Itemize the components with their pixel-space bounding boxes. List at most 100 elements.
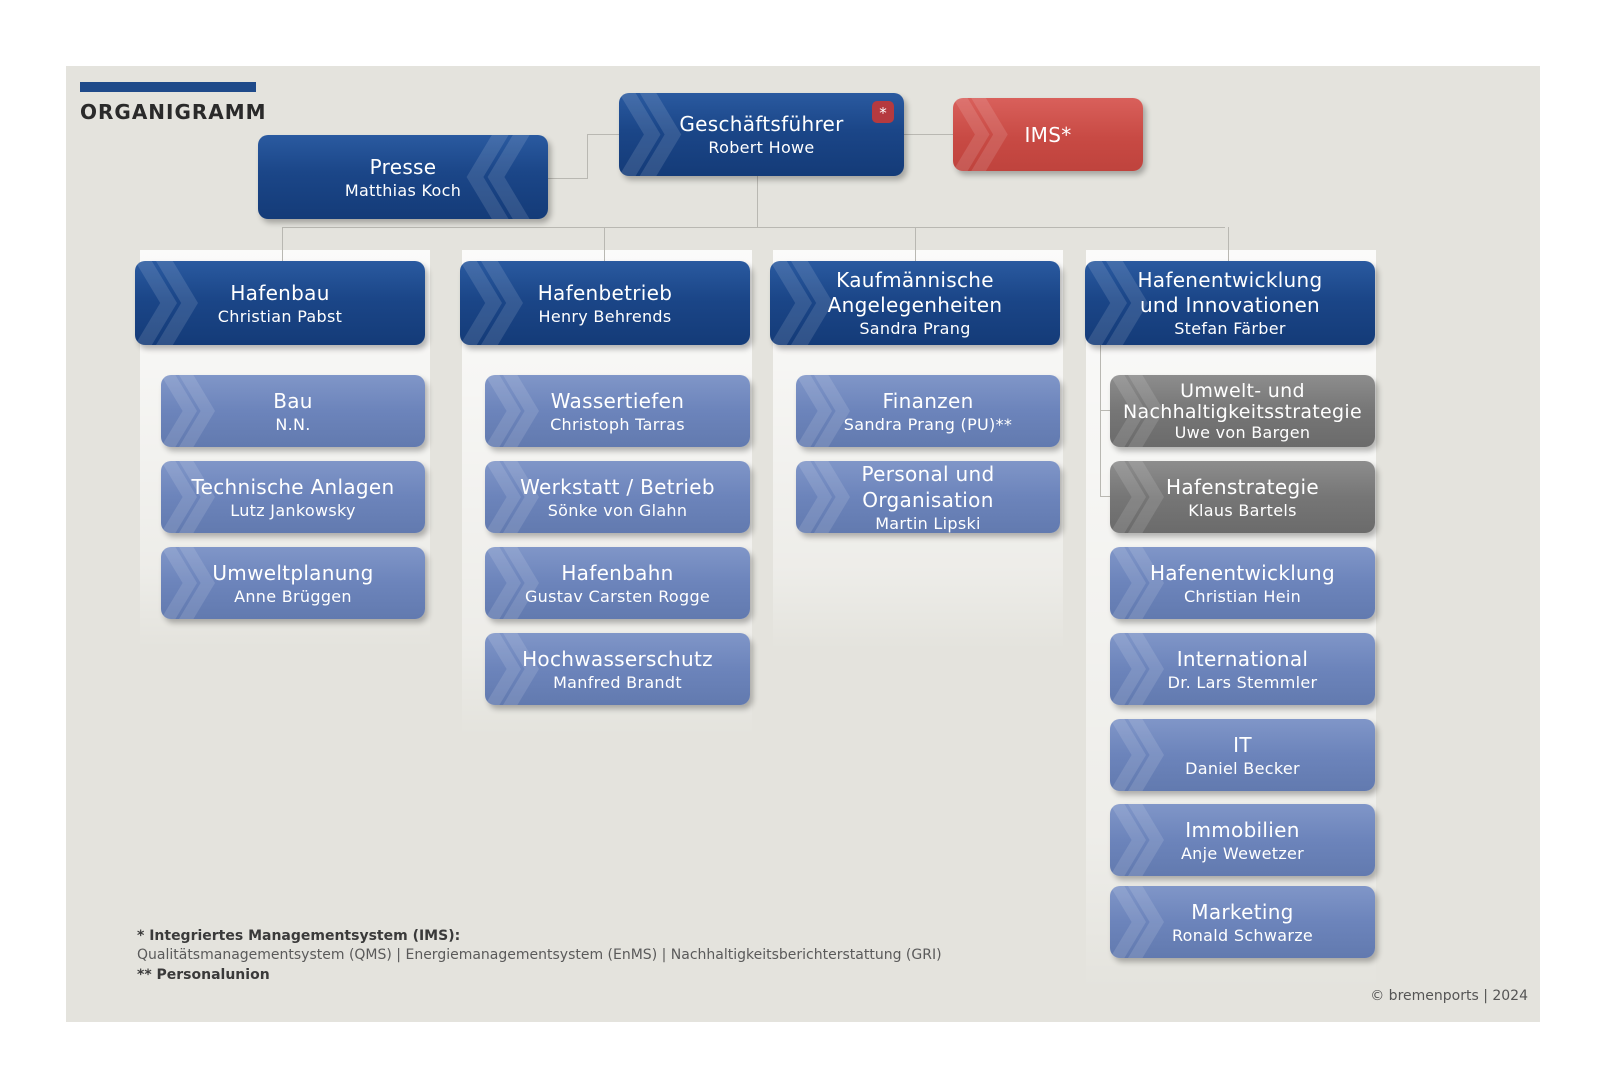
unit-hochwasserschutz[interactable]: Hochwasserschutz Manfred Brandt bbox=[485, 633, 750, 705]
box-title: Bau bbox=[273, 388, 313, 413]
box-person: Henry Behrends bbox=[538, 306, 672, 326]
connector-gf-down bbox=[757, 176, 758, 228]
box-person: Anne Brüggen bbox=[234, 586, 352, 606]
box-title: Personal und Organisation bbox=[861, 461, 995, 512]
chevron-decoration-icon bbox=[466, 135, 530, 219]
box-title: Hafenbetrieb bbox=[537, 280, 673, 305]
box-title: Hochwasserschutz bbox=[522, 646, 713, 671]
box-person: Uwe von Bargen bbox=[1174, 422, 1311, 442]
unit-umwelt-nachhaltigkeit[interactable]: Umwelt- und Nachhaltigkeitsstrategie Uwe… bbox=[1110, 375, 1375, 447]
page-title: ORGANIGRAMM bbox=[80, 100, 267, 124]
box-geschaeftsfuehrer[interactable]: Geschäftsführer Robert Howe * bbox=[619, 93, 904, 176]
box-person: Robert Howe bbox=[708, 138, 815, 157]
box-title: IMS* bbox=[1024, 122, 1072, 147]
copyright: © bremenports | 2024 bbox=[1370, 988, 1528, 1004]
box-person: Gustav Carsten Rogge bbox=[524, 586, 711, 606]
chevron-decoration-icon bbox=[460, 261, 523, 345]
dept-hafenbetrieb[interactable]: Hafenbetrieb Henry Behrends bbox=[460, 261, 750, 345]
box-person: Anje Wewetzer bbox=[1180, 843, 1305, 863]
connector-presse-v bbox=[587, 134, 588, 178]
box-title: International bbox=[1176, 646, 1309, 671]
box-person: Matthias Koch bbox=[344, 180, 462, 200]
chevron-decoration-icon bbox=[161, 375, 215, 447]
chevron-decoration-icon bbox=[485, 375, 539, 447]
box-title: Hafenentwicklung und Innovationen bbox=[1137, 267, 1323, 317]
box-title: IT bbox=[1233, 732, 1252, 757]
box-person: Christian Pabst bbox=[217, 306, 343, 326]
box-title: Hafenentwicklung bbox=[1149, 560, 1336, 585]
box-title: Hafenbau bbox=[230, 280, 330, 305]
box-presse[interactable]: Presse Matthias Koch bbox=[258, 135, 548, 219]
chevron-decoration-icon bbox=[1110, 719, 1164, 791]
chevron-decoration-icon bbox=[1110, 886, 1164, 958]
box-person: Stefan Färber bbox=[1174, 318, 1286, 338]
box-title: Umweltplanung bbox=[212, 560, 374, 585]
chevron-decoration-icon bbox=[1110, 633, 1164, 705]
chevron-decoration-icon bbox=[485, 547, 539, 619]
box-person: Sandra Prang bbox=[859, 318, 971, 338]
ims-marker-badge: * bbox=[872, 101, 894, 123]
unit-international[interactable]: International Dr. Lars Stemmler bbox=[1110, 633, 1375, 705]
box-person: Klaus Bartels bbox=[1188, 500, 1297, 520]
title-accent-bar bbox=[80, 82, 256, 92]
chevron-decoration-icon bbox=[953, 98, 1008, 171]
box-title: Finanzen bbox=[882, 388, 974, 413]
connector-horizontal bbox=[282, 227, 1225, 228]
box-person: Martin Lipski bbox=[875, 513, 981, 533]
box-title: Presse bbox=[369, 154, 437, 179]
connector-col4 bbox=[1228, 227, 1229, 261]
box-person: Manfred Brandt bbox=[553, 672, 682, 692]
box-title: Hafenbahn bbox=[561, 560, 674, 585]
dept-hafenentwicklung[interactable]: Hafenentwicklung und Innovationen Stefan… bbox=[1085, 261, 1375, 345]
chevron-decoration-icon bbox=[135, 261, 198, 345]
box-title: Umwelt- und Nachhaltigkeitsstrategie bbox=[1123, 379, 1362, 423]
unit-immobilien[interactable]: Immobilien Anje Wewetzer bbox=[1110, 804, 1375, 876]
connector-col3 bbox=[915, 227, 916, 261]
box-title: Marketing bbox=[1191, 899, 1294, 924]
box-person: Lutz Jankowsky bbox=[230, 500, 356, 520]
unit-personal-organisation[interactable]: Personal und Organisation Martin Lipski bbox=[796, 461, 1060, 533]
box-ims[interactable]: IMS* bbox=[953, 98, 1143, 171]
connector-stabs-h2 bbox=[1100, 496, 1110, 497]
dept-kaufmaennisch[interactable]: Kaufmännische Angelegenheiten Sandra Pra… bbox=[770, 261, 1060, 345]
column-shade-4 bbox=[1086, 250, 1376, 990]
connector-stabs-h1 bbox=[1100, 410, 1110, 411]
connector-col1 bbox=[282, 227, 283, 261]
chevron-decoration-icon bbox=[1110, 804, 1164, 876]
footnote-personalunion: ** Personalunion bbox=[137, 967, 270, 983]
box-person: N.N. bbox=[275, 414, 311, 434]
unit-it[interactable]: IT Daniel Becker bbox=[1110, 719, 1375, 791]
connector-presse-h2 bbox=[548, 178, 588, 179]
chevron-decoration-icon bbox=[796, 375, 850, 447]
unit-bau[interactable]: Bau N.N. bbox=[161, 375, 425, 447]
box-title: Hafenstrategie bbox=[1166, 474, 1319, 499]
unit-wassertiefen[interactable]: Wassertiefen Christoph Tarras bbox=[485, 375, 750, 447]
connector-stabs-v bbox=[1100, 345, 1101, 497]
unit-werkstatt-betrieb[interactable]: Werkstatt / Betrieb Sönke von Glahn bbox=[485, 461, 750, 533]
unit-hafenbahn[interactable]: Hafenbahn Gustav Carsten Rogge bbox=[485, 547, 750, 619]
box-title: Kaufmännische Angelegenheiten bbox=[827, 267, 1003, 317]
box-person: Christoph Tarras bbox=[550, 414, 685, 434]
unit-hafenentwicklung[interactable]: Hafenentwicklung Christian Hein bbox=[1110, 547, 1375, 619]
box-title: Wassertiefen bbox=[550, 388, 685, 413]
box-person: Sandra Prang (PU)** bbox=[843, 414, 1013, 434]
box-title: Immobilien bbox=[1185, 817, 1300, 842]
footnote-ims-heading: * Integriertes Managementsystem (IMS): bbox=[137, 928, 461, 944]
connector-presse-h1 bbox=[587, 134, 619, 135]
box-person: Christian Hein bbox=[1183, 586, 1302, 606]
footnote-ims-detail: Qualitätsmanagementsystem (QMS) | Energi… bbox=[137, 947, 942, 963]
unit-technische-anlagen[interactable]: Technische Anlagen Lutz Jankowsky bbox=[161, 461, 425, 533]
box-title: Technische Anlagen bbox=[191, 474, 395, 499]
unit-finanzen[interactable]: Finanzen Sandra Prang (PU)** bbox=[796, 375, 1060, 447]
box-person: Ronald Schwarze bbox=[1171, 925, 1314, 945]
box-person: Sönke von Glahn bbox=[547, 500, 688, 520]
dept-hafenbau[interactable]: Hafenbau Christian Pabst bbox=[135, 261, 425, 345]
box-person: Daniel Becker bbox=[1185, 758, 1300, 778]
box-title: Geschäftsführer bbox=[679, 112, 844, 136]
unit-umweltplanung[interactable]: Umweltplanung Anne Brüggen bbox=[161, 547, 425, 619]
connector-ims bbox=[903, 134, 953, 135]
unit-hafenstrategie[interactable]: Hafenstrategie Klaus Bartels bbox=[1110, 461, 1375, 533]
box-title: Werkstatt / Betrieb bbox=[520, 474, 715, 499]
unit-marketing[interactable]: Marketing Ronald Schwarze bbox=[1110, 886, 1375, 958]
connector-col2 bbox=[604, 227, 605, 261]
